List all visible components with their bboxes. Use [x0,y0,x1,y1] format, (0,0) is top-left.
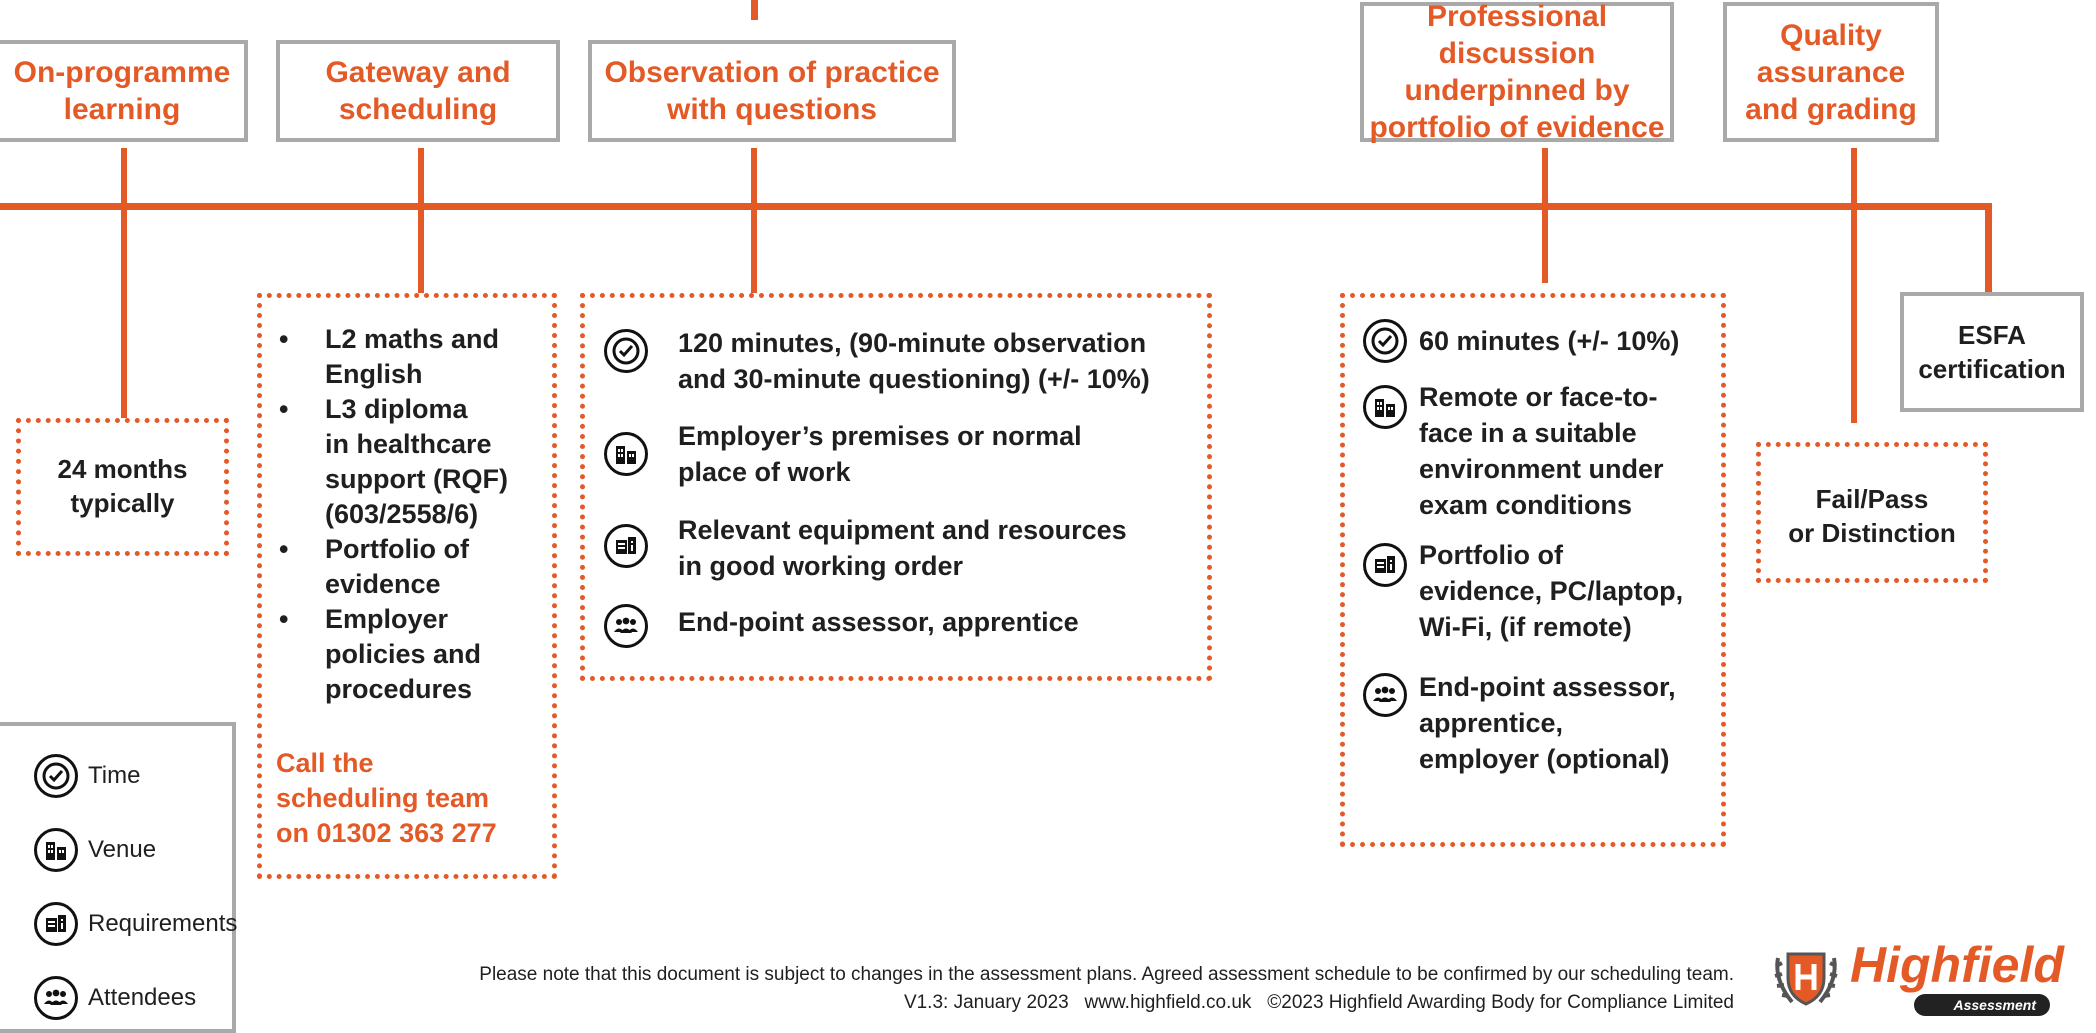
footer-version: V1.3: January 2023 www.highfield.co.uk ©… [903,992,1734,1013]
timeline-end-connector [1985,203,1992,293]
quality-detail-box [1756,442,1988,583]
stage-gateway-label: Gateway and scheduling [325,56,511,126]
timeline-line [0,203,1992,210]
observation-detail-box [580,293,1212,681]
observation-time-text: 120 minutes, (90-minute observation and … [678,328,1150,394]
gateway-requirements-list: L2 maths and English L3 diploma in healt… [257,322,557,707]
clock-icon [1363,319,1407,363]
stage-gateway: Gateway and scheduling [276,40,560,142]
legend-venue-label: Venue [88,836,157,863]
stage-quality-label: Quality assurance and grading [1745,18,1917,126]
professional-attendees-row: End-point assessor, apprentice, employer… [1363,672,1676,777]
clock-icon [34,754,78,798]
laurel-shield-icon [1774,952,1838,1006]
connector-gateway-bottom [418,208,424,293]
connector-gateway-top [418,148,424,206]
people-icon [604,604,648,648]
observation-venue-text: Employer’s premises or normal place of w… [678,421,1082,487]
people-icon [34,976,78,1020]
connector-observation-bottom [751,208,757,293]
connector-on-programme-top [121,148,127,206]
buildings-icon [604,432,648,476]
stage-quality: Quality assurance and grading [1723,2,1939,142]
legend-attendees: Attendees [34,976,196,1020]
connector-on-programme-bottom [121,208,127,420]
legend-box: Time Venue Requirements Attendees [0,722,237,1033]
stage-esfa: ESFA certification [1900,292,2084,412]
stage-professional: Professional discussion underpinned by p… [1360,0,1674,144]
stage-esfa-label: ESFA certification [1918,320,2066,384]
connector-professional-top [1542,148,1548,206]
legend-attendees-label: Attendees [88,984,197,1011]
logo-sub-text: Assessment [1914,994,2050,1016]
highfield-logo: Highfield Assessment [1768,937,2064,1022]
professional-time-text: 60 minutes (+/- 10%) [1419,326,1680,356]
legend-requirements: Requirements [34,902,237,946]
footer-disclaimer: Please note that this document is subjec… [479,964,1734,985]
logo-brand-text: Highfield [1850,937,2064,993]
gateway-item-diploma: L3 diploma in healthcare support (RQF) (… [257,392,557,532]
legend-time-label: Time [88,762,141,789]
connector-professional-bottom [1542,208,1548,283]
gateway-item-portfolio: Portfolio of evidence [257,532,557,602]
professional-requirements-row: Portfolio of evidence, PC/laptop, Wi-Fi,… [1363,540,1683,645]
on-programme-detail-box [16,418,229,556]
connector-observation-top [751,148,757,206]
on-programme-duration: 24 months typically [57,454,188,518]
professional-venue-text: Remote or face-to- face in a suitable en… [1419,382,1664,520]
buildings-icon [1363,385,1407,429]
people-icon [1363,673,1407,717]
quality-grading-text: Fail/Pass or Distinction [1788,484,1956,548]
observation-requirements-text: Relevant equipment and resources in good… [678,515,1127,581]
document-icon [604,524,648,568]
professional-venue-row: Remote or face-to- face in a suitable en… [1363,382,1664,523]
observation-time-row: 120 minutes, (90-minute observation and … [604,328,1150,397]
observation-requirements-row: Relevant equipment and resources in good… [604,515,1127,584]
stage-observation: Observation of practice with questions [588,40,956,142]
stage-observation-label: Observation of practice with questions [604,56,940,126]
observation-venue-row: Employer’s premises or normal place of w… [604,421,1082,490]
top-connector [751,0,758,20]
stage-professional-label: Professional discussion underpinned by p… [1369,0,1665,144]
observation-attendees-row: End-point assessor, apprentice [604,604,1079,648]
document-icon [1363,543,1407,587]
gateway-requirements-list-wrap: L2 maths and English L3 diploma in healt… [257,322,557,707]
legend-requirements-label: Requirements [88,910,238,937]
stage-on-programme-label: On-programme learning [13,56,231,126]
professional-requirements-text: Portfolio of evidence, PC/laptop, Wi-Fi,… [1419,540,1684,642]
legend-time: Time [34,754,140,798]
document-icon [34,902,78,946]
observation-attendees-text: End-point assessor, apprentice [678,607,1079,637]
gateway-item-policies: Employer policies and procedures [257,602,557,707]
professional-attendees-text: End-point assessor, apprentice, employer… [1419,672,1676,774]
professional-time-row: 60 minutes (+/- 10%) [1363,319,1679,363]
connector-quality-top [1851,148,1857,206]
gateway-item-maths: L2 maths and English [257,322,557,392]
legend-venue: Venue [34,828,156,872]
stage-on-programme: On-programme learning [0,40,248,142]
connector-quality-bottom [1851,208,1857,423]
buildings-icon [34,828,78,872]
clock-icon [604,329,648,373]
gateway-call-text: Call the scheduling team on 01302 363 27… [276,748,497,848]
logo-sub-label: Assessment [1953,997,2037,1013]
